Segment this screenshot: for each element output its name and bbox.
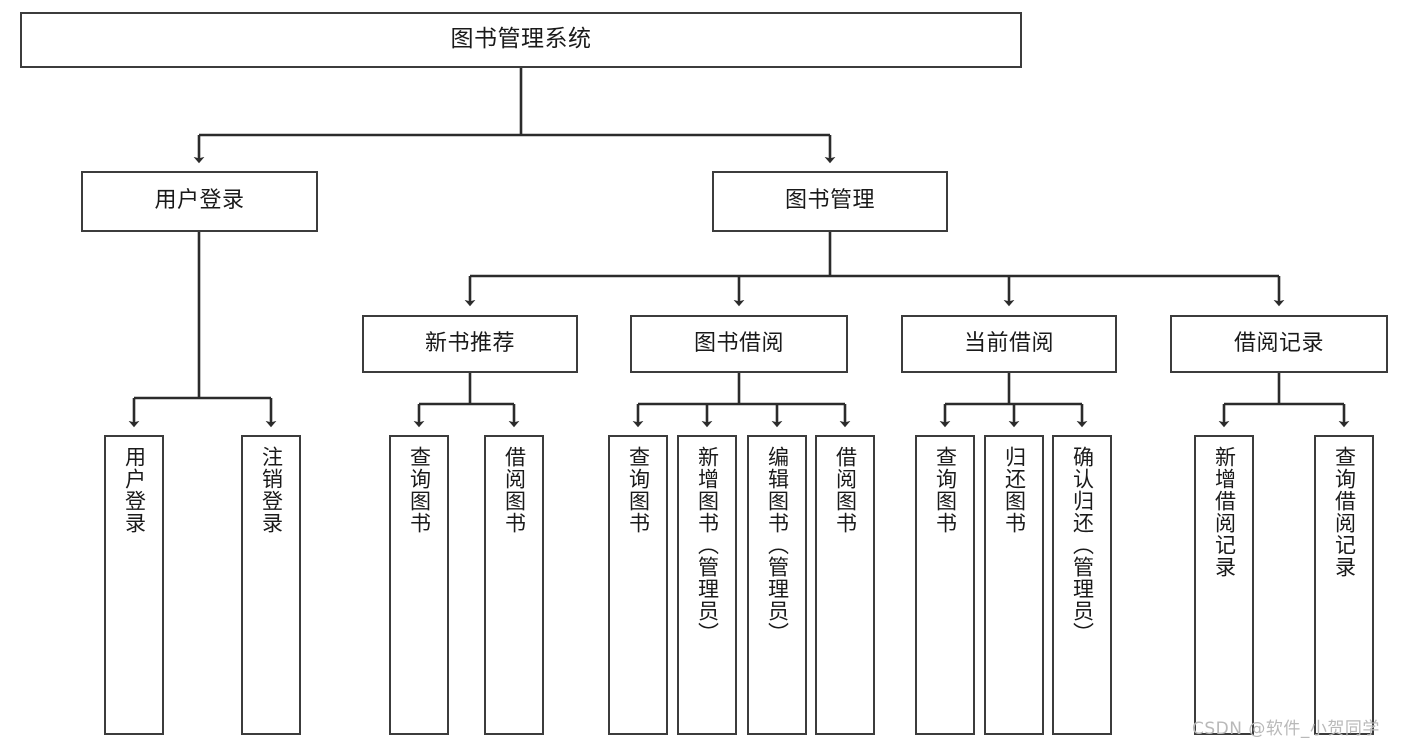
node-new-book-rec[interactable]: 新书推荐	[362, 315, 578, 373]
node-leaf-query-book-borrow-label: 查询图书	[626, 446, 651, 534]
node-current-borrow-label: 当前借阅	[963, 330, 1054, 356]
node-borrow-record[interactable]: 借阅记录	[1170, 315, 1388, 373]
node-book-borrow-label: 图书借阅	[693, 330, 784, 356]
csdn-watermark: CSDN @软件_小贺同学	[1192, 719, 1380, 739]
node-leaf-return-book[interactable]: 归还图书	[984, 435, 1044, 735]
node-leaf-logout-label: 注销登录	[259, 446, 284, 534]
node-leaf-borrow-book-rec-label: 借阅图书	[502, 446, 527, 534]
node-book-borrow[interactable]: 图书借阅	[630, 315, 848, 373]
node-leaf-borrow-book[interactable]: 借阅图书	[815, 435, 875, 735]
node-root-label: 图书管理系统	[450, 26, 592, 53]
node-leaf-query-book-cur[interactable]: 查询图书	[915, 435, 975, 735]
node-leaf-query-book-cur-label: 查询图书	[933, 446, 958, 534]
node-book-manage-label: 图书管理	[784, 188, 875, 214]
node-leaf-add-record[interactable]: 新增借阅记录	[1194, 435, 1254, 735]
node-leaf-query-book-borrow[interactable]: 查询图书	[608, 435, 668, 735]
node-current-borrow[interactable]: 当前借阅	[901, 315, 1117, 373]
node-leaf-query-record-label: 查询借阅记录	[1332, 446, 1357, 578]
node-leaf-query-book-rec-label: 查询图书	[407, 446, 432, 534]
node-leaf-add-book[interactable]: 新增图书（管理员）	[677, 435, 737, 735]
node-leaf-return-book-label: 归还图书	[1002, 446, 1027, 534]
node-user-login[interactable]: 用户登录	[81, 171, 318, 232]
node-leaf-logout[interactable]: 注销登录	[241, 435, 301, 735]
node-leaf-query-record[interactable]: 查询借阅记录	[1314, 435, 1374, 735]
node-leaf-borrow-book-rec[interactable]: 借阅图书	[484, 435, 544, 735]
node-leaf-add-book-label: 新增图书（管理员）	[695, 446, 720, 644]
node-leaf-user-login[interactable]: 用户登录	[104, 435, 164, 735]
node-leaf-confirm-return-label: 确认归还（管理员）	[1070, 446, 1095, 644]
node-leaf-confirm-return[interactable]: 确认归还（管理员）	[1052, 435, 1112, 735]
node-leaf-query-book-rec[interactable]: 查询图书	[389, 435, 449, 735]
node-leaf-user-login-label: 用户登录	[122, 446, 147, 534]
node-borrow-record-label: 借阅记录	[1233, 330, 1324, 356]
node-leaf-add-record-label: 新增借阅记录	[1212, 446, 1237, 578]
node-new-book-rec-label: 新书推荐	[424, 330, 515, 356]
node-leaf-borrow-book-label: 借阅图书	[833, 446, 858, 534]
node-leaf-edit-book-label: 编辑图书（管理员）	[765, 446, 790, 644]
node-user-login-label: 用户登录	[154, 188, 245, 214]
node-leaf-edit-book[interactable]: 编辑图书（管理员）	[747, 435, 807, 735]
node-root[interactable]: 图书管理系统	[20, 12, 1022, 68]
node-book-manage[interactable]: 图书管理	[712, 171, 948, 232]
